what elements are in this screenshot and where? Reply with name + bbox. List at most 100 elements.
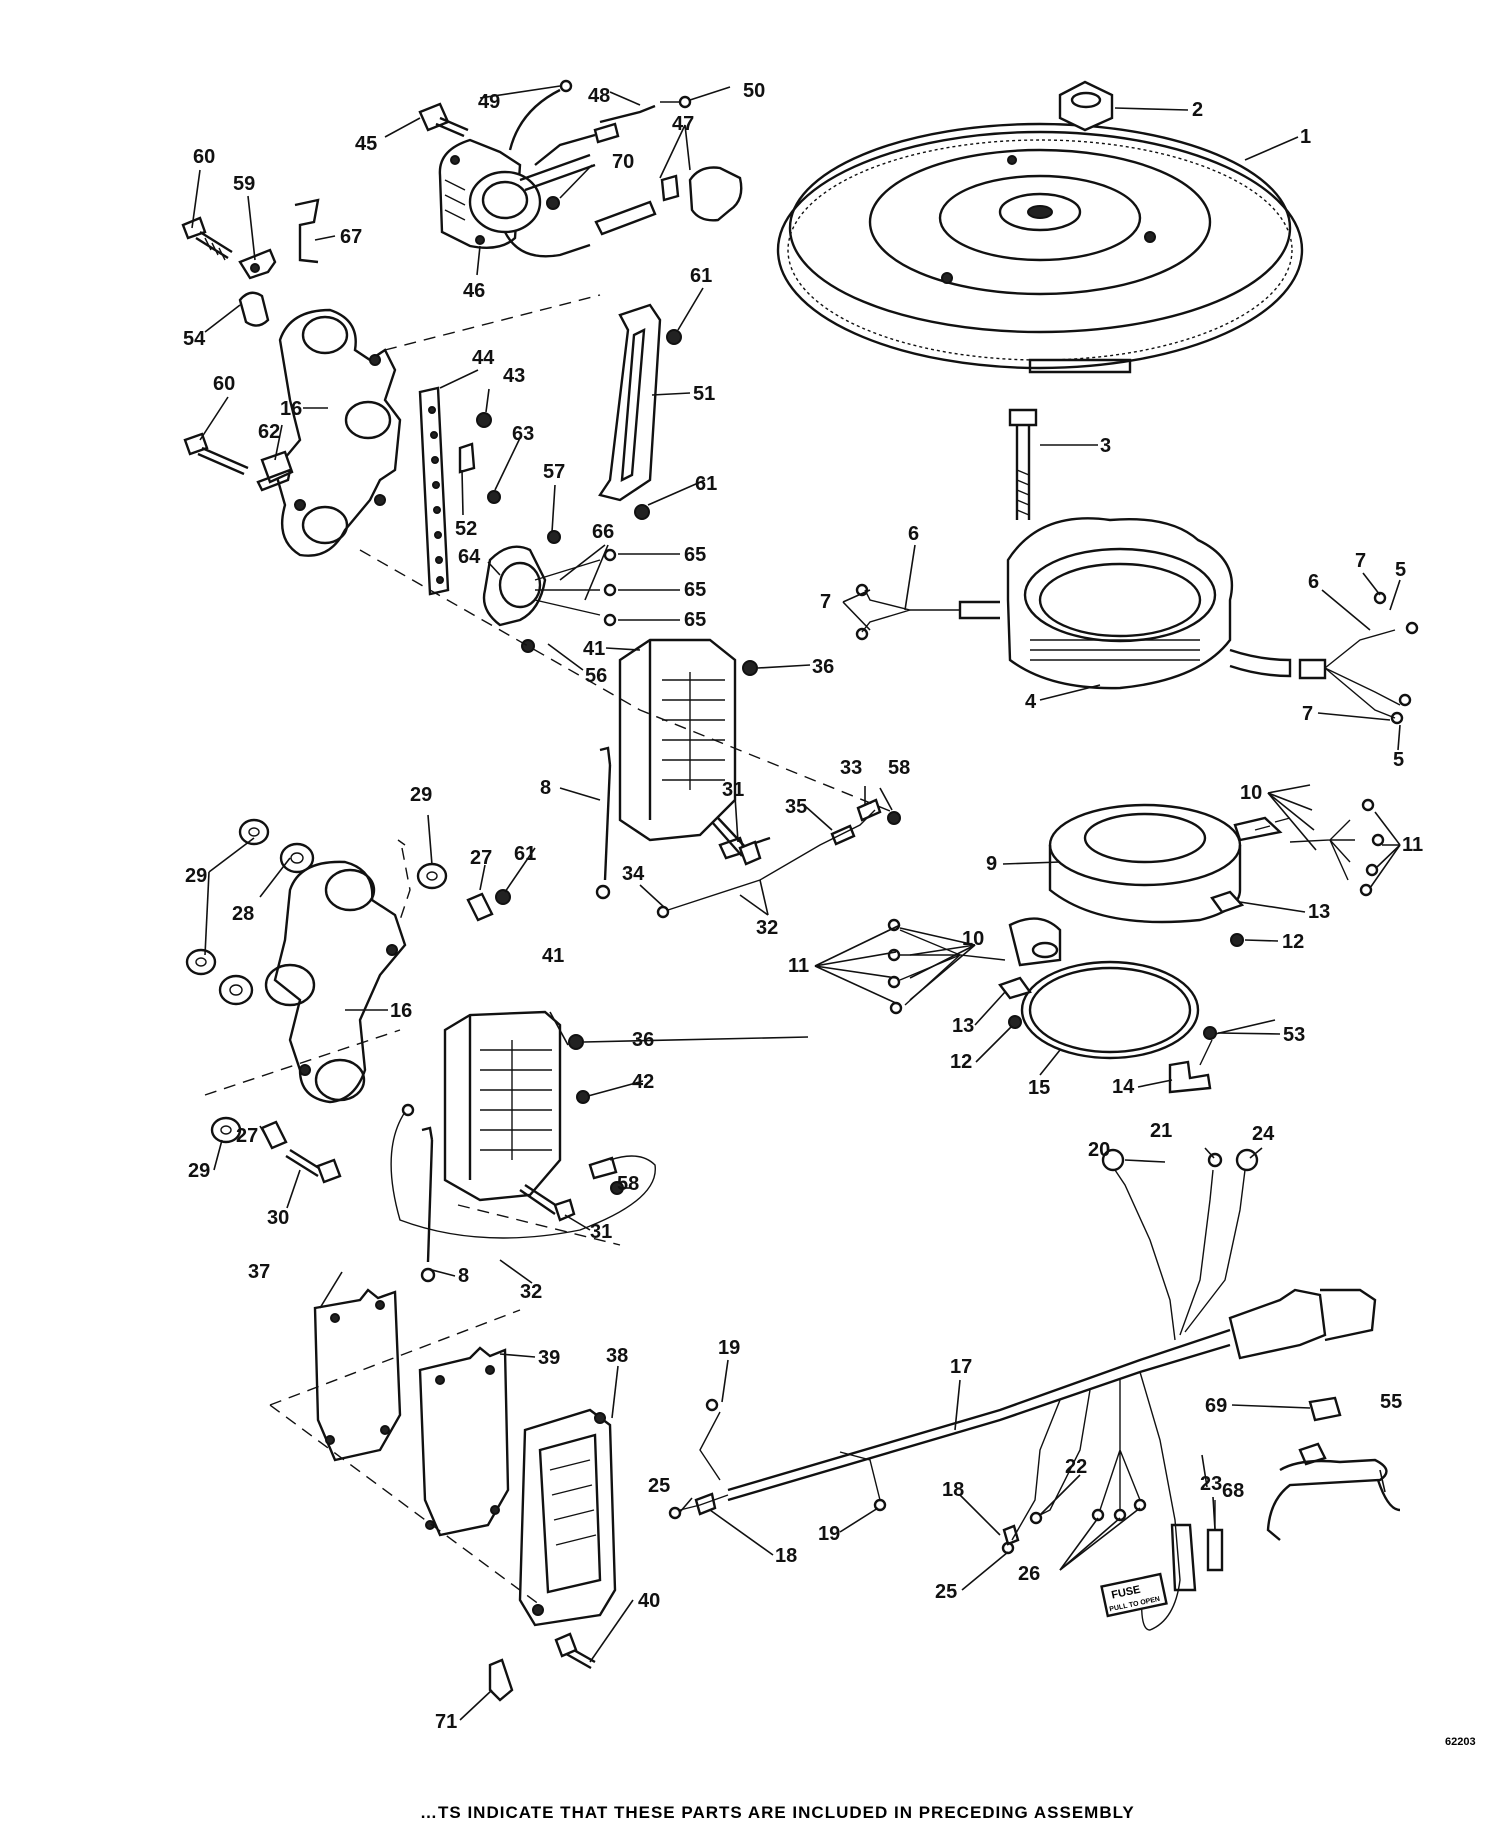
callout-12b: 12 (950, 1051, 972, 1073)
callout-7a: 7 (820, 591, 831, 613)
callout-54: 54 (183, 328, 206, 350)
callout-47: 47 (672, 113, 694, 135)
callout-26: 26 (1018, 1563, 1040, 1585)
callout-11b: 11 (788, 955, 809, 977)
callout-25b: 25 (935, 1581, 957, 1603)
power-pack-lower (443, 1010, 590, 1202)
callout-27b: 27 (236, 1125, 258, 1147)
ground-lead-lower (390, 1103, 656, 1283)
callout-labels: 1 2 3 4 5 5 6 6 7 7 7 8 8 9 10 10 11 11 … (183, 80, 1423, 1733)
callout-8a: 8 (540, 777, 551, 799)
base-fasteners (998, 890, 1245, 1094)
callout-55: 55 (1380, 1391, 1402, 1413)
callout-50: 50 (743, 80, 765, 102)
callout-32a: 32 (756, 917, 778, 939)
callout-44: 44 (472, 347, 495, 369)
callout-29c: 29 (188, 1160, 210, 1182)
callout-70: 70 (612, 151, 634, 173)
retaining-ring (1020, 960, 1200, 1060)
power-pack-upper (618, 638, 758, 842)
callout-12a: 12 (1282, 931, 1304, 953)
callout-23: 23 (1200, 1473, 1222, 1495)
callout-65a: 65 (684, 544, 706, 566)
callout-60a: 60 (193, 146, 215, 168)
callout-3: 3 (1100, 435, 1111, 457)
callout-41b: 41 (542, 945, 564, 967)
terminal-strip (418, 386, 501, 596)
callout-67: 67 (340, 226, 362, 248)
callout-22: 22 (1065, 1456, 1087, 1478)
callout-38: 38 (606, 1345, 628, 1367)
callout-30: 30 (267, 1207, 289, 1229)
callout-61c: 61 (514, 843, 536, 865)
callout-61b: 61 (695, 473, 717, 495)
callout-14: 14 (1112, 1076, 1135, 1098)
fuse-label-line1: FUSE (1110, 1584, 1141, 1602)
callout-58a: 58 (888, 757, 910, 779)
callout-52: 52 (455, 518, 477, 540)
callout-2: 2 (1192, 99, 1203, 121)
mounting-bracket-lower (264, 860, 407, 1104)
callout-36b: 36 (632, 1029, 654, 1051)
callout-1: 1 (1300, 126, 1311, 148)
grommet-assembly (482, 530, 617, 653)
callout-18b: 18 (775, 1545, 797, 1567)
cover-plates (313, 1288, 617, 1702)
ground-strap (598, 303, 682, 520)
callout-16b: 16 (390, 1000, 412, 1022)
callout-17: 17 (950, 1356, 972, 1378)
callout-53: 53 (1283, 1024, 1305, 1046)
callout-9: 9 (986, 853, 997, 875)
callout-5b: 5 (1393, 749, 1404, 771)
callout-7c: 7 (1302, 703, 1313, 725)
callout-29a: 29 (185, 865, 207, 887)
clip-54 (238, 291, 270, 327)
callout-71: 71 (435, 1711, 457, 1733)
callout-28: 28 (232, 903, 254, 925)
flywheel-nut (1058, 80, 1114, 132)
callout-56: 56 (585, 665, 607, 687)
callout-42: 42 (632, 1071, 654, 1093)
ground-lead-upper (595, 746, 612, 900)
ignition-coil (438, 138, 542, 249)
callout-16a: 16 (280, 398, 302, 420)
callout-13a: 13 (1308, 901, 1330, 923)
callout-62: 62 (258, 421, 280, 443)
callout-29b: 29 (410, 784, 432, 806)
callout-31a: 31 (722, 779, 744, 801)
timer-base (1008, 803, 1291, 967)
callout-45: 45 (355, 133, 377, 155)
callout-20: 20 (1088, 1139, 1110, 1161)
coil-bolt (418, 102, 469, 138)
mounting-bracket-upper (273, 308, 402, 557)
callout-43: 43 (503, 365, 525, 387)
callout-6a: 6 (908, 523, 919, 545)
callout-27a: 27 (470, 847, 492, 869)
callout-36a: 36 (812, 656, 834, 678)
washers-spacers (185, 818, 511, 1184)
callout-11a: 11 (1402, 834, 1423, 856)
drawing-code: 62203 (1445, 1736, 1476, 1748)
callout-48: 48 (588, 85, 610, 107)
callout-64: 64 (458, 546, 481, 568)
callout-58b: 58 (617, 1173, 639, 1195)
callout-31b: 31 (590, 1221, 612, 1243)
callout-10b: 10 (962, 928, 984, 950)
callout-19a: 19 (718, 1337, 740, 1359)
callout-8b: 8 (458, 1265, 469, 1287)
callout-6b: 6 (1308, 571, 1319, 593)
callout-68: 68 (1222, 1480, 1244, 1502)
flywheel (776, 122, 1304, 374)
callout-7b: 7 (1355, 550, 1366, 572)
callout-51: 51 (693, 383, 715, 405)
callout-46: 46 (463, 280, 485, 302)
callout-57: 57 (543, 461, 565, 483)
wiring-harness (668, 1148, 1377, 1631)
callout-69: 69 (1205, 1395, 1227, 1417)
callout-65c: 65 (684, 609, 706, 631)
assembly-dash-lines (204, 294, 901, 1606)
callout-41a: 41 (583, 638, 605, 660)
callout-10a: 10 (1240, 782, 1262, 804)
bolt-31-upper (711, 817, 762, 866)
callout-5a: 5 (1395, 559, 1406, 581)
